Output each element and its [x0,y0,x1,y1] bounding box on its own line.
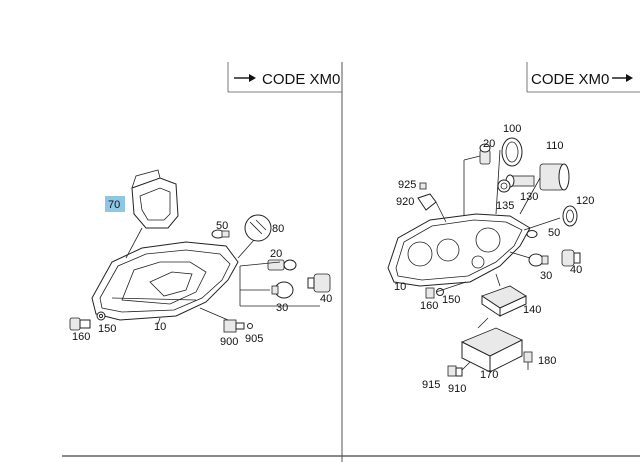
socket-40-right-part [561,249,581,267]
bulb-50-part [211,229,230,239]
callout-160[interactable]: 160 [72,331,90,343]
callout-120[interactable]: 120 [576,195,594,207]
right-code-label: CODE XM0 [531,71,609,88]
callout-30-right[interactable]: 30 [540,270,552,282]
callout-915[interactable]: 915 [422,379,440,391]
callout-10[interactable]: 10 [154,321,166,333]
left-code-label: CODE XM0 [262,71,340,88]
screw-925-part [419,182,427,190]
bulb-30-part [271,281,294,299]
connector-915-part [447,365,463,377]
callout-50[interactable]: 50 [216,220,228,232]
callout-135[interactable]: 135 [496,200,514,212]
callout-160-right[interactable]: 160 [420,300,438,312]
callout-920[interactable]: 920 [396,196,414,208]
callout-30[interactable]: 30 [276,302,288,314]
bracket-920-part [417,193,437,211]
socket-40-part [307,273,331,293]
callout-180[interactable]: 180 [538,355,556,367]
headlamp-assembly-right [387,213,531,287]
right-arrow-icon [234,74,256,82]
callout-140[interactable]: 140 [523,304,541,316]
right-code-header: CODE XM0 [531,71,633,88]
screw-160-part [69,317,91,331]
control-unit-170-part [461,327,523,373]
right-leader-lines [435,149,561,371]
callout-150[interactable]: 150 [98,323,116,335]
screw-180-part [523,351,533,370]
callout-20[interactable]: 20 [270,248,282,260]
ring-120-part [562,205,578,227]
cover-gasket-part [131,169,179,229]
callout-70[interactable]: 70 [108,199,120,211]
ring-135-part [497,179,511,193]
bulb-30-right-part [528,253,549,267]
screw-160-right-part [425,287,435,299]
left-leader-lines [125,227,320,325]
callout-40-right[interactable]: 40 [570,264,582,276]
callout-10-right[interactable]: 10 [394,281,406,293]
left-code-header: CODE XM0 [234,71,340,88]
callout-170[interactable]: 170 [480,369,498,381]
module-110-part [539,163,570,191]
callout-130[interactable]: 130 [520,191,538,203]
bulb-20-right-part [479,143,491,165]
callout-150-right[interactable]: 150 [442,294,460,306]
cap-80-part [244,214,272,242]
callout-900[interactable]: 900 [220,336,238,348]
callout-20-right[interactable]: 20 [483,138,495,150]
ballast-140-part [481,285,527,317]
callout-905[interactable]: 905 [245,333,263,345]
bulb-50-right-part [526,230,538,238]
callout-50-right[interactable]: 50 [548,227,560,239]
callout-110[interactable]: 110 [546,140,564,152]
callout-40[interactable]: 40 [320,293,332,305]
callout-925[interactable]: 925 [398,179,416,191]
callout-80[interactable]: 80 [272,223,284,235]
headlamp-assembly-left [91,241,239,321]
bulb-20-part [267,259,297,271]
callout-100[interactable]: 100 [503,123,521,135]
washer-150-part [96,311,106,321]
highlight-70 [105,196,125,212]
ring-100-part [501,137,523,167]
right-arrow-icon [612,74,633,82]
connector-900-part [223,319,253,333]
callout-910[interactable]: 910 [448,383,466,395]
